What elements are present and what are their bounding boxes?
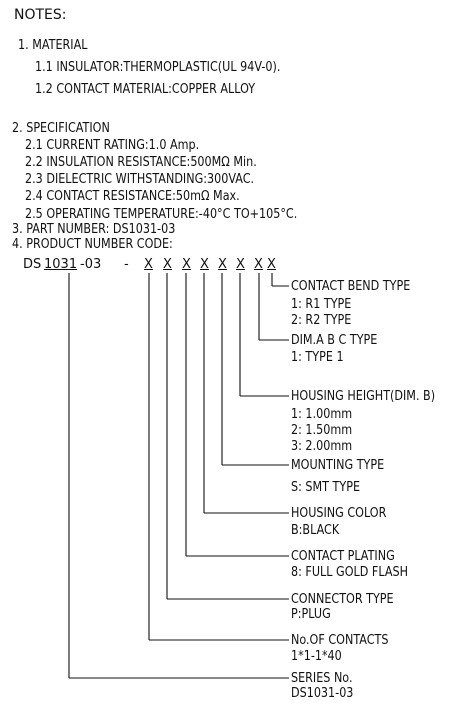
callout-contact-bend-title: CONTACT BEND TYPE bbox=[291, 279, 411, 294]
callout-mounting-title: MOUNTING TYPE bbox=[291, 458, 385, 473]
code-series-digits: 1031 bbox=[44, 257, 78, 272]
callout-housing-height-line-3: 3: 2.00mm bbox=[291, 439, 353, 454]
notes-title: NOTES: bbox=[14, 7, 67, 23]
callout-series-line-1: DS1031-03 bbox=[291, 686, 354, 701]
callout-contact-bend-line-2: 2: R2 TYPE bbox=[291, 313, 352, 328]
spec-item-1: 2.1 CURRENT RATING:1.0 Amp. bbox=[25, 138, 200, 153]
code-dash: - bbox=[124, 257, 129, 272]
callout-housing-color-line-1: B:BLACK bbox=[291, 523, 340, 538]
callout-contacts-title: No.OF CONTACTS bbox=[291, 633, 389, 648]
code-placeholder-5: X bbox=[218, 257, 227, 272]
callout-plating-title: CONTACT PLATING bbox=[291, 549, 395, 564]
callout-housing-height-line-1: 1: 1.00mm bbox=[291, 407, 353, 422]
callout-series-title: SERIES No. bbox=[291, 671, 353, 686]
code-placeholder-3: X bbox=[182, 257, 191, 272]
product-code-heading: 4. PRODUCT NUMBER CODE: bbox=[12, 237, 173, 252]
material-item-1: 1.1 INSULATOR:THERMOPLASTIC(UL 94V-0). bbox=[35, 60, 281, 75]
specification-heading: 2. SPECIFICATION bbox=[12, 121, 110, 136]
callout-contact-bend-line-1: 1: R1 TYPE bbox=[291, 297, 352, 312]
code-placeholder-1: X bbox=[144, 257, 153, 272]
spec-item-5: 2.5 OPERATING TEMPERATURE:-40°C TO+105°C… bbox=[25, 207, 298, 222]
callout-housing-height-title: HOUSING HEIGHT(DIM. B) bbox=[291, 389, 436, 404]
callout-plating-line-1: 8: FULL GOLD FLASH bbox=[291, 565, 408, 580]
code-suffix: -03 bbox=[80, 257, 102, 272]
code-placeholder-8: X bbox=[267, 257, 276, 272]
material-item-2: 1.2 CONTACT MATERIAL:COPPER ALLOY bbox=[35, 82, 256, 97]
callout-housing-height-line-2: 2: 1.50mm bbox=[291, 423, 353, 438]
callout-connector-type-title: CONNECTOR TYPE bbox=[291, 592, 394, 607]
spec-item-2: 2.2 INSULATION RESISTANCE:500MΩ Min. bbox=[25, 155, 257, 170]
callout-mounting-line-1: S: SMT TYPE bbox=[291, 480, 361, 495]
spec-item-4: 2.4 CONTACT RESISTANCE:50mΩ Max. bbox=[25, 189, 240, 204]
callout-housing-color-title: HOUSING COLOR bbox=[291, 506, 387, 521]
callout-dim-type-line-1: 1: TYPE 1 bbox=[291, 350, 344, 365]
callout-dim-type-title: DIM.A B C TYPE bbox=[291, 333, 378, 348]
material-heading: 1. MATERIAL bbox=[18, 38, 88, 53]
callout-contacts-line-1: 1*1-1*40 bbox=[291, 649, 342, 664]
code-placeholder-6: X bbox=[236, 257, 245, 272]
spec-item-3: 2.3 DIELECTRIC WITHSTANDING:300VAC. bbox=[25, 172, 255, 187]
callout-connector-type-line-1: P:PLUG bbox=[291, 607, 331, 622]
code-placeholder-4: X bbox=[200, 257, 209, 272]
code-placeholder-7: X bbox=[254, 257, 263, 272]
code-prefix: DS bbox=[23, 257, 42, 272]
part-number: 3. PART NUMBER: DS1031-03 bbox=[12, 222, 176, 237]
code-placeholder-2: X bbox=[163, 257, 172, 272]
